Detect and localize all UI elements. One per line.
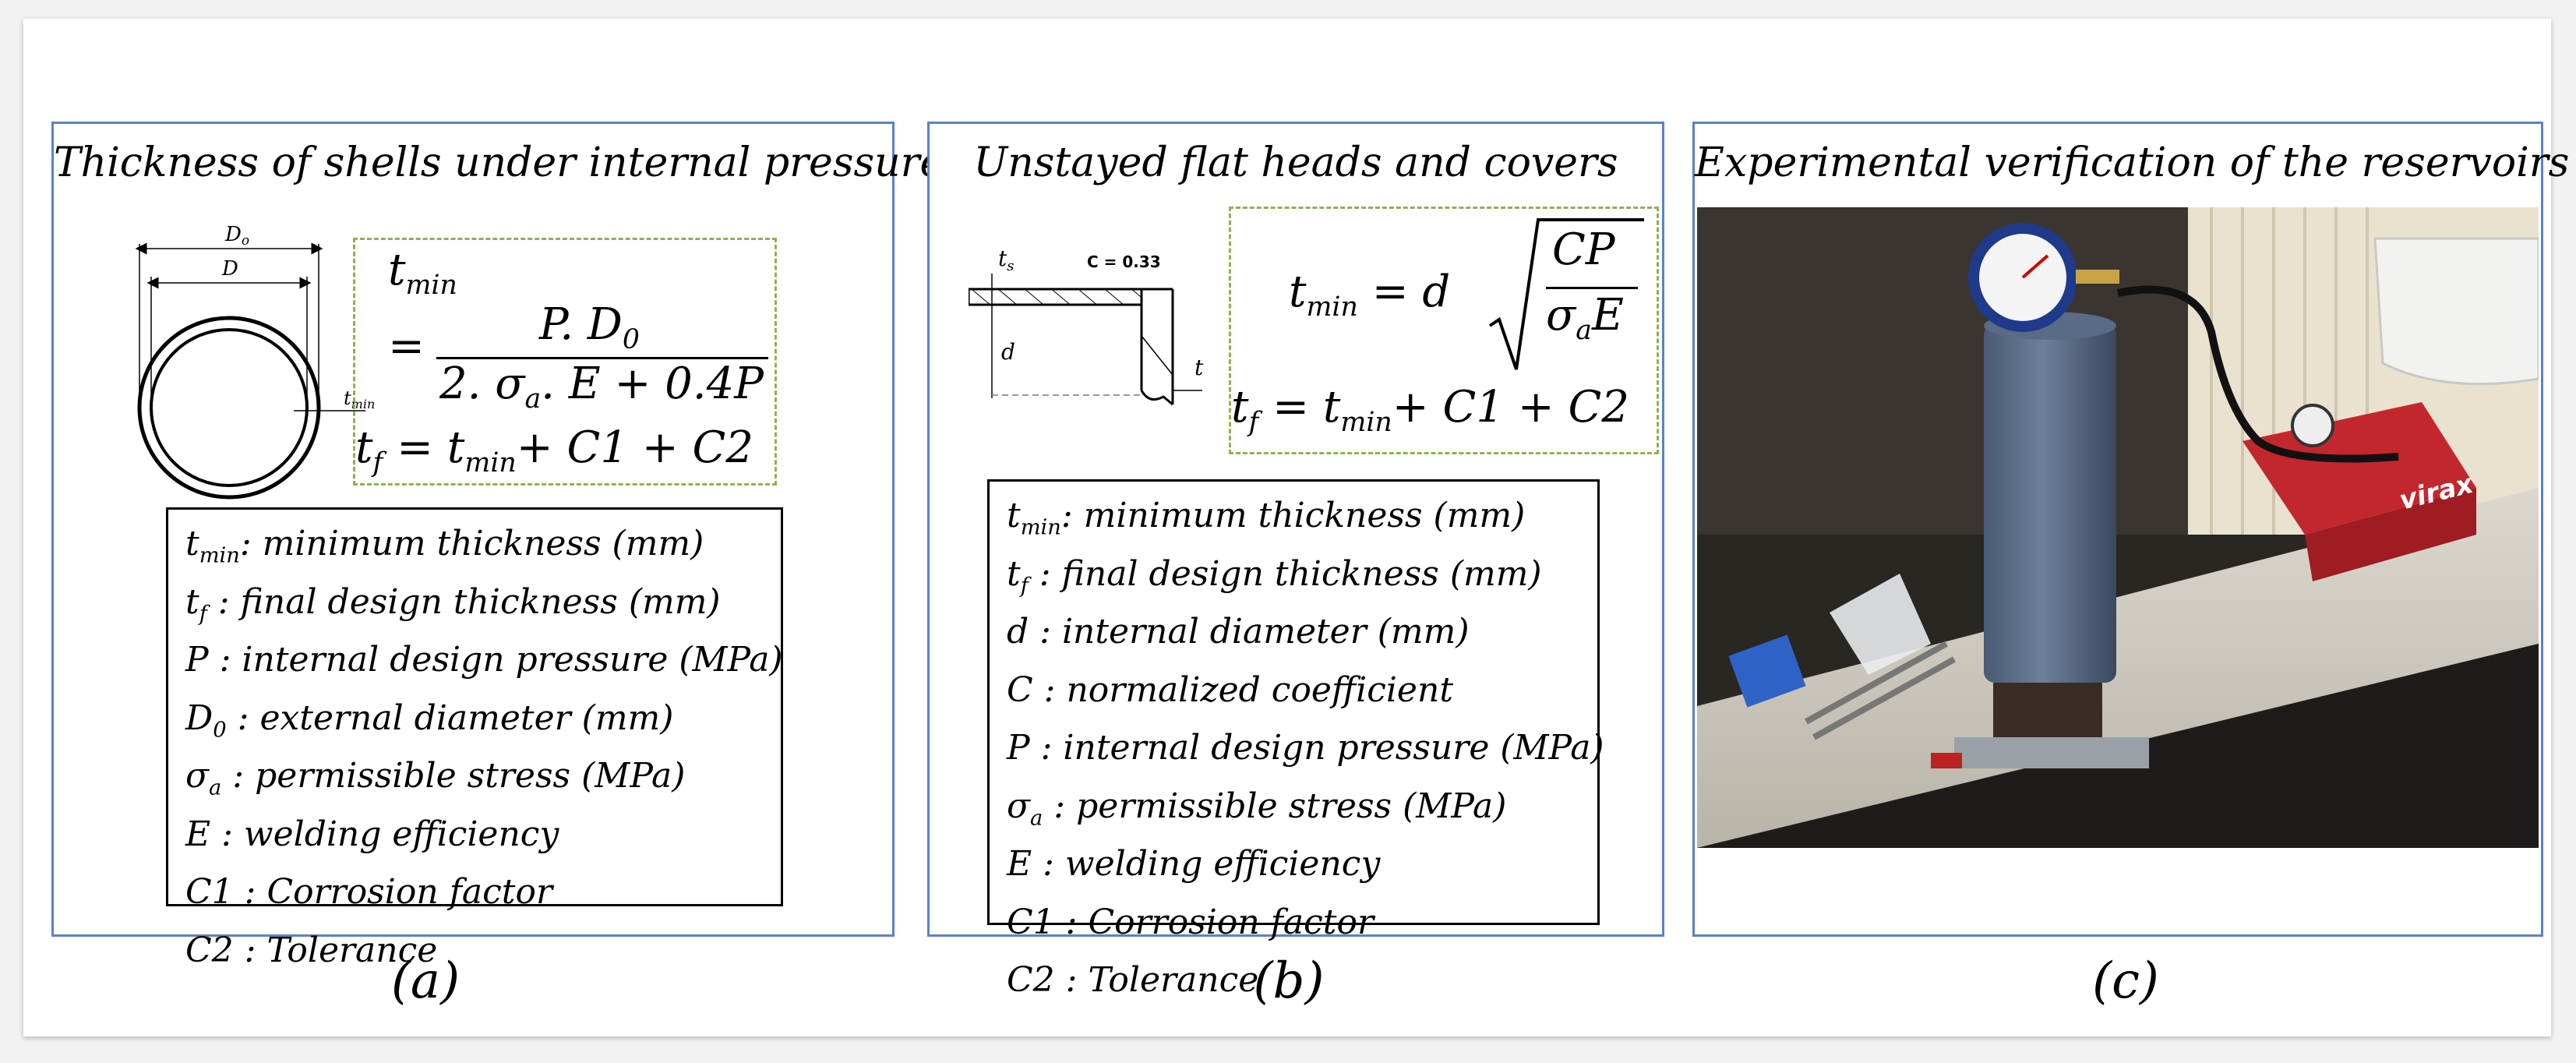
legend-description: : Corrosion factor bbox=[233, 872, 553, 913]
label-inner-diameter: D bbox=[221, 257, 238, 281]
legend-description: : welding efficiency bbox=[1032, 844, 1381, 885]
formula-b-fraction-bar bbox=[1546, 287, 1638, 289]
legend-description: : minimum thickness (mm) bbox=[239, 524, 704, 563]
legend-symbol: P bbox=[1007, 728, 1030, 768]
legend-b: tmin: minimum thickness (mm)tf : final d… bbox=[987, 479, 1604, 1000]
legend-symbol: t bbox=[185, 524, 199, 563]
formula-box-b: tmin = d CP σaE tf = tmin+ C1 + C2 bbox=[1229, 207, 1659, 454]
legend-symbol: E bbox=[1007, 844, 1032, 885]
formula-a-fraction-bar bbox=[436, 357, 768, 359]
legend-row: E : welding efficiency bbox=[1007, 841, 1580, 899]
legend-row: σa : permissible stress (MPa) bbox=[185, 753, 764, 811]
label-ts: ts bbox=[998, 245, 1015, 274]
legend-row: P : internal design pressure (MPa) bbox=[1007, 725, 1604, 783]
legend-symbol: d bbox=[1007, 612, 1029, 652]
legend-row: P : internal design pressure (MPa) bbox=[185, 637, 783, 695]
legend-symbol: C2 bbox=[1007, 960, 1055, 1001]
legend-row: tmin: minimum thickness (mm) bbox=[185, 521, 764, 579]
legend-symbol-subscript: min bbox=[1020, 515, 1061, 540]
legend-symbol-subscript: a bbox=[209, 775, 222, 800]
legend-symbol-subscript: min bbox=[199, 543, 240, 568]
legend-row: C1 : Corrosion factor bbox=[1007, 899, 1580, 958]
legend-symbol: t bbox=[1007, 553, 1021, 594]
legend-symbol: σ bbox=[185, 756, 210, 796]
legend-row: tf : final design thickness (mm) bbox=[1007, 551, 1580, 609]
legend-description: : external diameter (mm) bbox=[226, 697, 674, 738]
legend-symbol: C2 bbox=[185, 930, 234, 970]
legend-description: : internal design pressure (MPa) bbox=[208, 640, 783, 680]
legend-description: : minimum thickness (mm) bbox=[1060, 496, 1526, 535]
caption-c: (c) bbox=[2092, 952, 2159, 1010]
label-thickness: tmin bbox=[344, 387, 375, 411]
formula-b-lhs: tmin = d bbox=[1289, 267, 1451, 323]
legend-symbol-subscript: 0 bbox=[213, 718, 227, 743]
legend-row: C : normalized coefficient bbox=[1007, 667, 1580, 726]
formula-a-numerator: P. D0 bbox=[539, 299, 640, 356]
legend-symbol: σ bbox=[1007, 786, 1031, 826]
legend-row: tmin: minimum thickness (mm) bbox=[1007, 493, 1580, 551]
legend-row: tf : final design thickness (mm) bbox=[185, 579, 764, 637]
legend-symbol: t bbox=[1007, 496, 1021, 535]
formula-b-numerator: CP bbox=[1552, 224, 1615, 275]
panel-b-title: Unstayed flat heads and covers bbox=[973, 139, 1618, 186]
caption-b: (b) bbox=[1253, 952, 1325, 1010]
legend-row: d : internal diameter (mm) bbox=[1007, 609, 1580, 667]
formula-a-denominator: 2. σa. E + 0.4P bbox=[439, 358, 764, 415]
legend-symbol: C1 bbox=[1007, 902, 1055, 942]
legend-symbol: t bbox=[185, 581, 199, 622]
flat-head-diagram: ts C = 0.33 d t bbox=[969, 245, 1204, 406]
panel-a: Thickness of shells under internal press… bbox=[51, 122, 944, 970]
panel-c-title: Experimental verification of the reservo… bbox=[1695, 139, 2570, 186]
legend-description: : permissible stress (MPa) bbox=[221, 756, 686, 796]
legend-description: : internal diameter (mm) bbox=[1029, 612, 1470, 652]
legend-description: : permissible stress (MPa) bbox=[1043, 786, 1507, 826]
legend-symbol: P bbox=[185, 640, 209, 680]
caption-a: (a) bbox=[390, 952, 461, 1010]
legend-description: : Tolerance bbox=[1054, 960, 1259, 1001]
formula-a-lhs: tmin bbox=[388, 245, 457, 302]
legend-row: E : welding efficiency bbox=[185, 811, 764, 870]
photo-illustration: virax bbox=[1697, 207, 2539, 848]
legend-row: D0 : external diameter (mm) bbox=[185, 695, 764, 754]
legend-symbol-subscript: a bbox=[1030, 806, 1043, 831]
label-t: t bbox=[1194, 355, 1204, 380]
legend-symbol-subscript: f bbox=[1020, 574, 1029, 599]
label-coefficient: C = 0.33 bbox=[1087, 253, 1161, 271]
legend-row: σa : permissible stress (MPa) bbox=[1007, 783, 1580, 842]
label-d: d bbox=[1001, 339, 1015, 365]
legend-description: : Corrosion factor bbox=[1054, 902, 1374, 942]
legend-description: : normalized coefficient bbox=[1032, 669, 1453, 710]
formula-box-a: tmin = P. D0 2. σa. E + 0.4P tf = tmin+ … bbox=[353, 238, 777, 486]
legend-symbol: C1 bbox=[185, 872, 234, 913]
legend-symbol: C bbox=[1007, 669, 1033, 710]
panel-a-title: Thickness of shells under internal press… bbox=[54, 139, 944, 186]
legend-symbol: E bbox=[185, 814, 211, 854]
formula-a-equals: = bbox=[388, 321, 425, 372]
experimental-setup-photo: virax bbox=[1697, 207, 2539, 848]
legend-row: C2 : Tolerance bbox=[1007, 957, 1580, 1015]
legend-symbol: D bbox=[185, 697, 213, 738]
legend-row: C1 : Corrosion factor bbox=[185, 869, 764, 927]
label-outer-diameter: Do bbox=[224, 223, 249, 249]
formula-a-final: tf = tmin+ C1 + C2 bbox=[355, 422, 753, 479]
legend-symbol-subscript: f bbox=[199, 602, 207, 627]
formula-b-radical bbox=[1488, 218, 1644, 370]
panel-b: Unstayed flat heads and covers ts C = 0.… bbox=[927, 122, 1664, 1000]
legend-description: : final design thickness (mm) bbox=[206, 581, 721, 622]
legend-description: : welding efficiency bbox=[210, 814, 559, 854]
legend-description: : Tolerance bbox=[233, 930, 438, 970]
legend-description: : internal design pressure (MPa) bbox=[1029, 728, 1604, 768]
legend-a: tmin: minimum thickness (mm)tf : final d… bbox=[166, 507, 783, 970]
legend-row: C2 : Tolerance bbox=[185, 927, 764, 986]
formula-b-final: tf = tmin+ C1 + C2 bbox=[1231, 382, 1629, 439]
legend-description: : final design thickness (mm) bbox=[1028, 553, 1542, 594]
formula-b-denominator: σaE bbox=[1546, 290, 1624, 347]
